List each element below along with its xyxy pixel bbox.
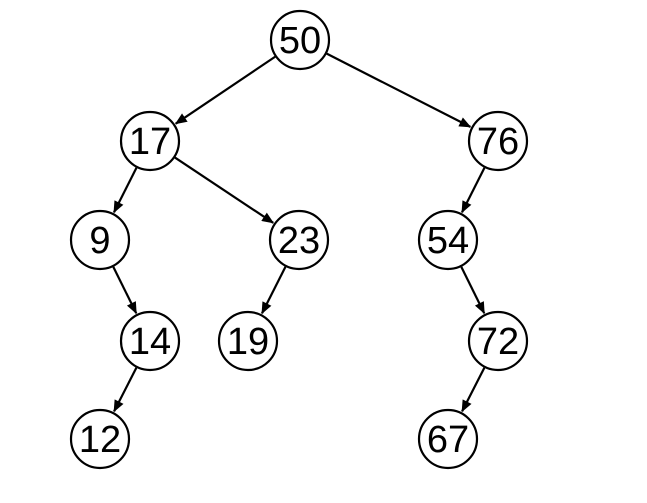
node-label: 19	[227, 321, 269, 363]
tree-node-67: 67	[417, 408, 479, 470]
tree-node-50: 50	[269, 9, 331, 71]
node-circle	[119, 110, 181, 172]
edge-54-to-72	[460, 266, 486, 315]
edge-50-to-17	[174, 55, 276, 125]
node-label: 72	[477, 321, 519, 363]
node-label: 14	[129, 321, 171, 363]
node-circle	[417, 209, 479, 271]
node-label: 12	[79, 419, 121, 461]
node-label: 54	[427, 220, 469, 262]
node-circle	[268, 209, 330, 271]
node-circle	[467, 110, 529, 172]
edge-50-to-76	[326, 52, 472, 128]
tree-node-12: 12	[69, 408, 131, 470]
tree-node-19: 19	[217, 310, 279, 372]
node-circle	[269, 9, 331, 71]
node-label: 9	[89, 220, 110, 262]
node-layer: 50 17 76 9 23 54 14 19 72 12 67	[69, 9, 529, 470]
edge-14-to-12	[113, 367, 138, 413]
edge-17-to-23	[174, 156, 275, 224]
node-circle	[69, 408, 131, 470]
edge-17-to-9	[112, 167, 138, 214]
tree-node-76: 76	[467, 110, 529, 172]
node-label: 17	[129, 121, 171, 163]
node-circle	[417, 408, 479, 470]
edge-layer	[112, 52, 486, 413]
tree-node-9: 9	[69, 209, 131, 271]
node-label: 67	[427, 419, 469, 461]
node-circle	[217, 310, 279, 372]
node-circle	[467, 310, 529, 372]
edge-76-to-54	[460, 167, 486, 214]
node-circle	[119, 310, 181, 372]
edge-9-to-14	[112, 266, 138, 315]
node-circle	[69, 209, 131, 271]
tree-node-72: 72	[467, 310, 529, 372]
edge-23-to-19	[260, 266, 287, 315]
node-label: 76	[477, 121, 519, 163]
node-label: 23	[278, 220, 320, 262]
tree-node-14: 14	[119, 310, 181, 372]
edge-72-to-67	[461, 367, 486, 413]
tree-node-54: 54	[417, 209, 479, 271]
tree-node-23: 23	[268, 209, 330, 271]
node-label: 50	[279, 20, 321, 62]
tree-node-17: 17	[119, 110, 181, 172]
